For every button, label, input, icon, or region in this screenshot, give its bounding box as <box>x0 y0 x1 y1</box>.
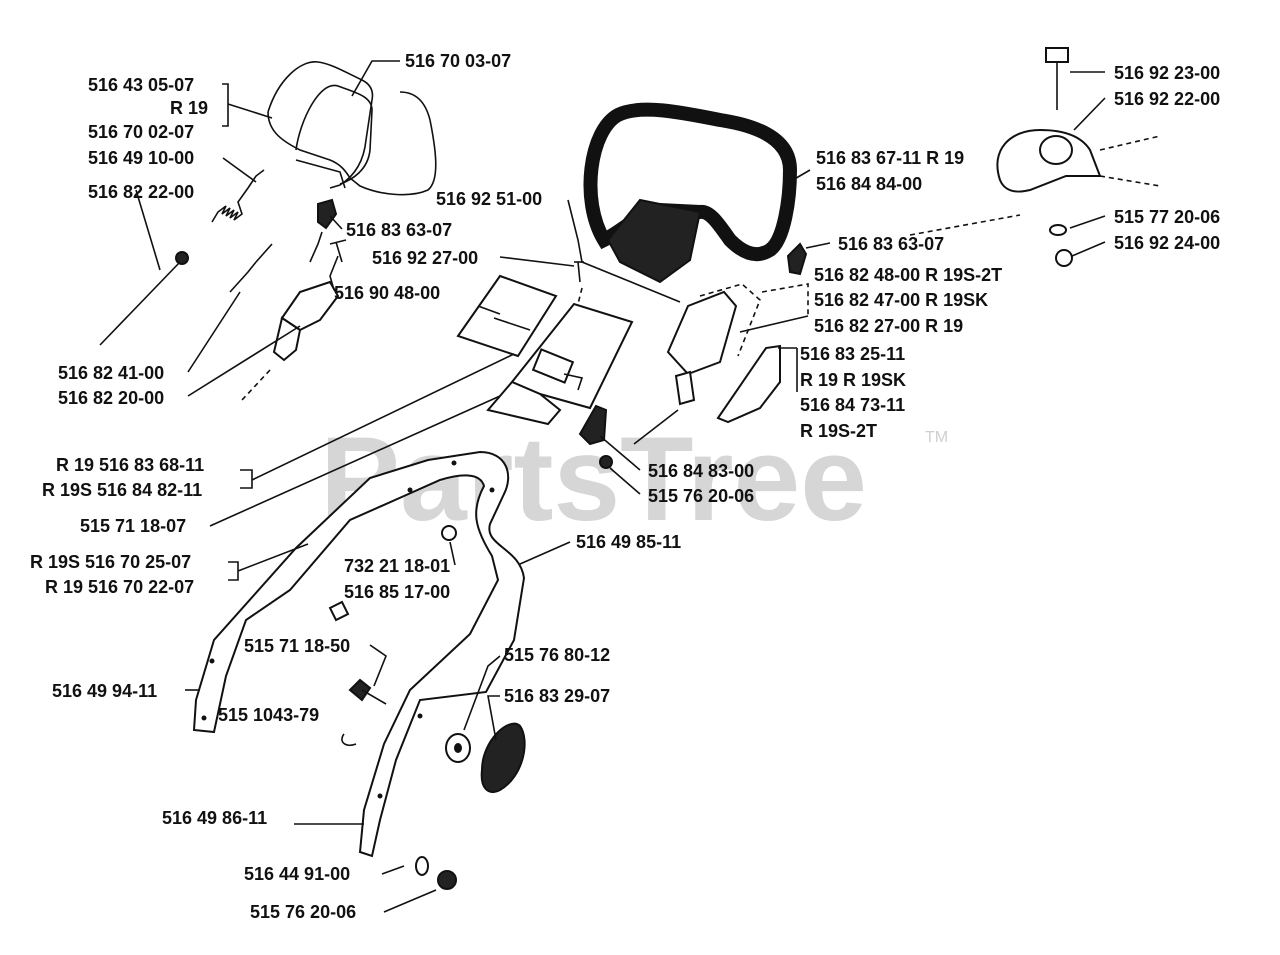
callout-label: 515 76 80-12 <box>504 645 610 665</box>
handle-knob <box>480 722 526 793</box>
clip-515 <box>341 733 357 747</box>
callout-label: 516 49 10-00 <box>88 148 194 168</box>
callout-label: 516 82 20-00 <box>58 388 164 408</box>
leader-lines <box>135 60 1106 913</box>
callout-label: 516 70 03-07 <box>405 51 511 71</box>
callout-label: R 19 R 19SK <box>800 370 906 390</box>
callout-label: 516 85 17-00 <box>344 582 450 602</box>
lever-knob-right <box>786 242 808 276</box>
callout-label: 732 21 18-01 <box>344 556 450 576</box>
engine-control-box <box>633 283 761 445</box>
cable-clip <box>578 404 608 446</box>
callout-label: R 19 516 70 22-07 <box>45 577 194 597</box>
callout-label: 516 92 23-00 <box>1114 63 1220 83</box>
nut-bottom <box>437 870 457 890</box>
callout-label: 516 43 05-07 <box>88 75 194 95</box>
callout-label: 516 83 63-07 <box>838 234 944 254</box>
callout-label: 516 49 85-11 <box>576 532 681 552</box>
screw-small <box>329 239 347 263</box>
callout-label: 516 82 27-00 R 19 <box>814 316 963 336</box>
spring <box>211 169 265 223</box>
callout-label: 516 92 22-00 <box>1114 89 1220 109</box>
handle-bracket <box>486 302 634 426</box>
callout-label: 516 82 48-00 R 19S-2T <box>814 265 1002 285</box>
callout-label: 516 83 25-11 <box>800 344 905 364</box>
callout-label: 516 82 22-00 <box>88 182 194 202</box>
washer-bottom <box>415 856 429 876</box>
callout-label: 515 71 18-50 <box>244 636 350 656</box>
callout-label: 515 76 20-06 <box>648 486 754 506</box>
callout-label: 516 92 51-00 <box>436 189 542 209</box>
guide-line <box>909 214 1021 236</box>
callout-label: 516 70 02-07 <box>88 122 194 142</box>
handle-grip <box>583 102 798 284</box>
lower-handle <box>192 450 526 858</box>
callout-label: R 19S-2T <box>800 421 877 441</box>
control-bail <box>267 61 437 196</box>
handle-clamp <box>996 128 1161 193</box>
callout-label: 516 83 67-11 R 19 <box>816 148 964 168</box>
bolt-top-right <box>1045 47 1069 110</box>
bolt <box>348 678 387 705</box>
callout-label: 515 77 20-06 <box>1114 207 1220 227</box>
washer <box>445 733 471 763</box>
callout-label: R 19S 516 70 25-07 <box>30 552 191 572</box>
callout-label: 516 84 84-00 <box>816 174 922 194</box>
nut-small-center <box>599 455 613 469</box>
callout-label: 516 44 91-00 <box>244 864 350 884</box>
callout-label: 516 92 27-00 <box>372 248 478 268</box>
pin <box>574 261 584 305</box>
callout-label: 516 84 73-11 <box>800 395 905 415</box>
callout-label: R 19 516 83 68-11 <box>56 455 204 475</box>
lever-knob-left <box>317 198 338 230</box>
callout-label: 516 83 29-07 <box>504 686 610 706</box>
callout-label: R 19S 516 84 82-11 <box>42 480 202 500</box>
callout-label: 515 1043-79 <box>218 705 319 725</box>
control-panel-plate <box>456 274 558 358</box>
callout-label: 516 82 41-00 <box>58 363 164 383</box>
callout-label: 516 49 86-11 <box>162 808 267 828</box>
watermark-tm: TM <box>925 429 948 446</box>
callout-label: 516 92 24-00 <box>1114 233 1220 253</box>
callout-label: 515 71 18-07 <box>80 516 186 536</box>
cable-end <box>229 243 273 293</box>
threaded-rod <box>99 251 189 346</box>
callout-label: 516 84 83-00 <box>648 461 754 481</box>
callout-labels: 516 43 05-07 R 19 516 70 02-07 516 70 03… <box>30 51 1220 922</box>
callout-label: R 19 <box>170 98 208 118</box>
callout-label: 515 76 20-06 <box>250 902 356 922</box>
cover-plate <box>716 344 781 424</box>
throttle-control <box>241 231 340 401</box>
callout-label: 516 90 48-00 <box>334 283 440 303</box>
washer-top-right <box>1049 224 1067 236</box>
bushing <box>328 600 350 622</box>
nut-top-right <box>1055 249 1073 267</box>
callout-label: 516 82 47-00 R 19SK <box>814 290 988 310</box>
callout-label: 516 49 94-11 <box>52 681 157 701</box>
callout-label: 516 83 63-07 <box>346 220 452 240</box>
nut-732 <box>441 525 457 541</box>
